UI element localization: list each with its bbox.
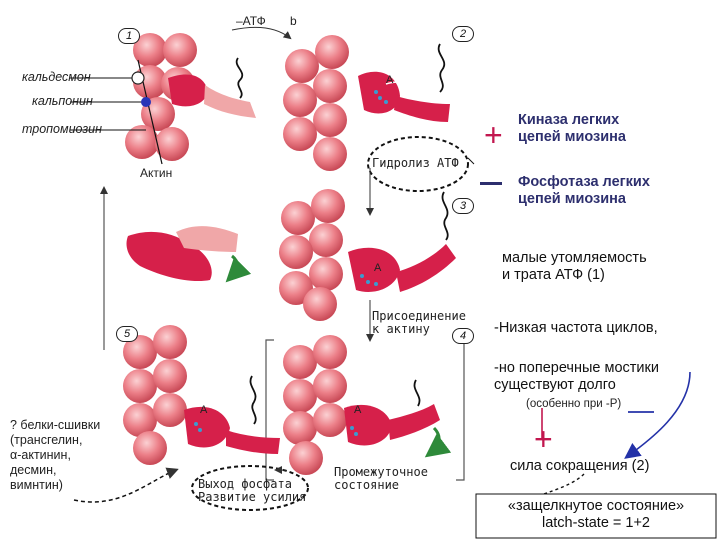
atp-hydrolysis-highlight: [367, 136, 469, 192]
label-calponin: кальпонин: [32, 94, 93, 108]
note-force: сила сокращения (2): [510, 458, 650, 474]
actin-filament-3: [279, 189, 345, 321]
phosphate-release-highlight: [191, 465, 309, 511]
kinase-label: Киназа легких цепей миозина: [518, 112, 626, 145]
note-low-frequency: -Низкая частота циклов,: [494, 320, 658, 336]
step-badge-5: 5: [116, 326, 138, 342]
label-tropomyosin: тропомиозин: [22, 122, 102, 136]
note-fatigue: малые утомляемость и трата АТФ (1): [502, 250, 647, 283]
myosin-head-label-3: A: [374, 262, 382, 274]
myosin-head-label-4: A: [354, 404, 362, 416]
detached-myosin: [126, 226, 252, 283]
actin-filament-2: [283, 35, 349, 171]
label-b-mark: b: [290, 14, 297, 28]
label-actin-binding: Присоединение к актину: [372, 309, 466, 336]
label-caldesmon: кальдесмон: [22, 70, 91, 84]
phosphatase-label: Фосфотаза легких цепей миозина: [518, 174, 650, 207]
kinase-plus-sign: +: [484, 117, 503, 153]
myosin-head-4: [344, 379, 452, 458]
myosin-head-3: [348, 191, 456, 292]
label-phosphate-release: Выход фосфата Развитие усилия: [198, 477, 307, 504]
myosin-head-label-2: A: [386, 74, 394, 86]
myosin-head-2: [358, 43, 450, 122]
latch-state-box: [475, 493, 717, 539]
label-actin: Актин: [140, 166, 173, 180]
myosin-head-5: [184, 375, 280, 454]
myosin-head-label-5: A: [200, 404, 208, 416]
note-especially: (особенно при -Р): [526, 398, 622, 410]
regulatory-proteins: [70, 59, 163, 165]
step-badge-3: 3: [452, 198, 474, 214]
step-badge-2: 2: [452, 26, 474, 42]
phosphatase-minus-sign: [480, 182, 502, 185]
label-intermediate-state: Промежуточное состояние: [334, 465, 428, 492]
note-cross-bridges: -но поперечные мостики существуют долго: [494, 360, 659, 393]
label-minus-atp: –АТФ: [236, 14, 266, 28]
note-crosslink-proteins: ? белки-сшивки (трансгелин, α-актинин, д…: [10, 418, 101, 492]
note-latch-state: «защелкнутое состояние» latch-state = 1+…: [507, 498, 685, 531]
step-badge-4: 4: [452, 328, 474, 344]
step-badge-1: 1: [118, 28, 140, 44]
actin-filament-4: [283, 335, 347, 475]
myosin-head-1: [168, 57, 256, 118]
label-atp-hydrolysis: Гидролиз АТФ: [372, 156, 459, 170]
force-plus-sign: +: [534, 421, 553, 457]
actin-filament-5: [123, 325, 187, 465]
